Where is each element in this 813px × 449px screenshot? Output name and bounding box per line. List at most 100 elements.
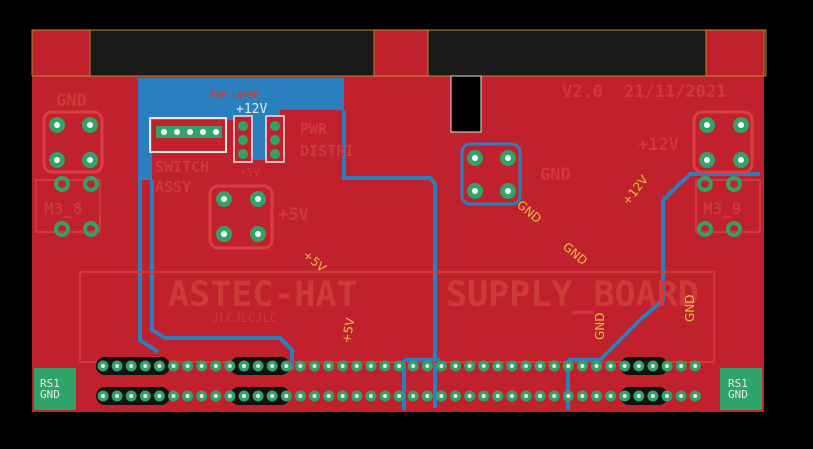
label-distri: DISTRI <box>300 142 354 160</box>
rs-right-gnd: GND <box>728 388 748 401</box>
label-plus5-big: +5V <box>278 205 309 225</box>
board-cutout <box>450 75 482 133</box>
header-pin-hole <box>115 364 120 368</box>
header-pin-hole <box>453 394 458 398</box>
net-label-gnd-d: GND <box>683 294 697 322</box>
header-pin-hole <box>270 364 275 368</box>
header-pin-hole <box>270 394 275 398</box>
header-pin-hole <box>312 364 317 368</box>
label-top-layer: TOP LAYER <box>210 91 259 101</box>
m3-hole-left <box>35 176 101 237</box>
header-pin-hole <box>594 364 599 368</box>
header-pin-hole <box>665 394 669 398</box>
header-pin-hole <box>397 364 402 368</box>
header-pin-hole <box>524 394 528 398</box>
header-pin-hole <box>566 394 571 398</box>
gpio-header-row-top <box>96 357 701 375</box>
header-pin-hole <box>185 364 190 368</box>
top-notch-right <box>705 29 765 77</box>
header-pin-hole <box>199 394 204 398</box>
header-pin-hole <box>693 364 698 368</box>
header-pin-hole <box>312 394 317 398</box>
label-version: V2.0 <box>562 82 603 102</box>
header-pin-hole <box>326 364 331 368</box>
mirror-text: JLCJLCJLC <box>212 311 277 325</box>
header-pin-hole <box>566 364 571 368</box>
header-pin-hole <box>495 394 500 398</box>
header-pin-hole <box>383 364 387 368</box>
header-pin-hole <box>411 364 416 368</box>
header-pin-hole <box>665 364 669 368</box>
mount-pad-gnd-left <box>42 110 104 174</box>
pwr-header-a <box>233 115 253 163</box>
top-notch-mid <box>373 29 429 77</box>
header-pin-hole <box>298 364 303 368</box>
header-pin-hole <box>622 394 627 398</box>
label-gnd-center: GND <box>540 165 571 185</box>
header-pin-hole <box>368 364 373 368</box>
label-plus12-small: +12V <box>236 102 267 117</box>
header-pin-hole <box>129 364 134 368</box>
header-pin-hole <box>580 364 585 368</box>
header-pin-hole <box>354 394 359 398</box>
rs-pad-left <box>34 368 76 410</box>
header-pin-hole <box>467 394 472 398</box>
header-pin-hole <box>242 394 246 398</box>
header-pin-hole <box>425 364 430 368</box>
header-pin-hole <box>171 394 176 398</box>
header-pin-hole <box>368 394 373 398</box>
header-pin-hole <box>383 394 387 398</box>
top-notch-left <box>31 29 91 77</box>
header-pin-hole <box>171 364 176 368</box>
header-pin-hole <box>608 394 613 398</box>
label-plus12-right: +12V <box>638 135 679 155</box>
header-pin-hole <box>650 394 655 398</box>
header-pin-hole <box>199 364 204 368</box>
header-pin-hole <box>143 364 148 368</box>
label-m3-left: M3_8 <box>44 199 83 218</box>
header-pin-hole <box>397 394 402 398</box>
header-pin-hole <box>185 394 190 398</box>
net-label-gnd-c: GND <box>593 312 607 340</box>
header-pin-hole <box>509 394 514 398</box>
header-pin-hole <box>552 364 557 368</box>
mount-pad-gnd-center <box>460 142 522 206</box>
header-pin-hole <box>538 364 543 368</box>
header-pin-hole <box>509 364 514 368</box>
header-pin-hole <box>594 394 599 398</box>
header-pin-hole <box>524 364 528 368</box>
header-pin-hole <box>227 364 232 368</box>
header-pin-hole <box>242 364 246 368</box>
rs-left-gnd: GND <box>40 388 60 401</box>
header-pin-hole <box>129 394 134 398</box>
label-pwr: PWR <box>300 120 328 138</box>
header-pin-hole <box>284 364 289 368</box>
header-pin-hole <box>467 364 472 368</box>
net-label-plus5-vert: +5V <box>339 316 357 345</box>
rs-left-label: RS1 <box>40 377 60 390</box>
header-pin-hole <box>453 364 458 368</box>
header-pin-hole <box>439 364 444 368</box>
m3-hole-right <box>695 176 761 237</box>
header-pin-hole <box>580 394 585 398</box>
header-pin-hole <box>213 394 218 398</box>
label-assy: ASSY <box>155 178 191 196</box>
header-pin-hole <box>538 394 543 398</box>
rs-right-label: RS1 <box>728 377 748 390</box>
pwr-header-b <box>265 115 285 163</box>
header-pin-hole <box>608 364 613 368</box>
header-pin-hole <box>636 364 641 368</box>
header-pin-hole <box>157 394 162 398</box>
header-pin-hole <box>298 394 303 398</box>
header-pin-hole <box>679 364 684 368</box>
board-title-left: ASTEC-HAT <box>168 275 358 315</box>
header-pin-hole <box>213 364 218 368</box>
header-pin-hole <box>284 394 289 398</box>
header-pin-hole <box>622 364 627 368</box>
label-date: 21/11/2021 <box>624 82 726 102</box>
rs-pad-right <box>720 368 762 410</box>
header-pin-hole <box>552 394 557 398</box>
header-pin-hole <box>115 394 120 398</box>
header-pin-hole <box>143 394 148 398</box>
